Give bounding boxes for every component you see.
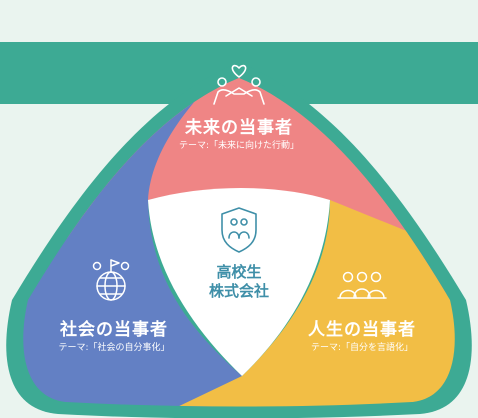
top-segment-label: 未来の当事者 テーマ:「未来に向けた行動」 (179, 118, 299, 152)
right-theme: テーマ:「自分を言語化」 (310, 343, 414, 353)
right-title: 人生の当事者 (308, 320, 416, 340)
group-people-icon (337, 271, 387, 299)
shield-people-icon (221, 207, 257, 253)
center-area (148, 188, 330, 376)
center-label: 高校生 株式会社 (209, 263, 269, 301)
center-line1: 高校生 (216, 263, 262, 281)
left-segment-label: 社会の当事者 テーマ:「社会の自分事化」 (58, 320, 169, 354)
left-title: 社会の当事者 (59, 320, 168, 340)
people-heart-icon (213, 64, 265, 105)
globe-people-icon (92, 259, 130, 301)
right-segment (150, 200, 455, 407)
top-theme: テーマ:「未来に向けた行動」 (178, 141, 300, 151)
left-theme: テーマ:「社会の自分事化」 (58, 343, 170, 353)
right-segment-label: 人生の当事者 テーマ:「自分を言語化」 (308, 320, 416, 354)
top-title: 未来の当事者 (184, 118, 293, 138)
center-line2: 株式会社 (208, 282, 270, 300)
segment-group (23, 78, 455, 407)
